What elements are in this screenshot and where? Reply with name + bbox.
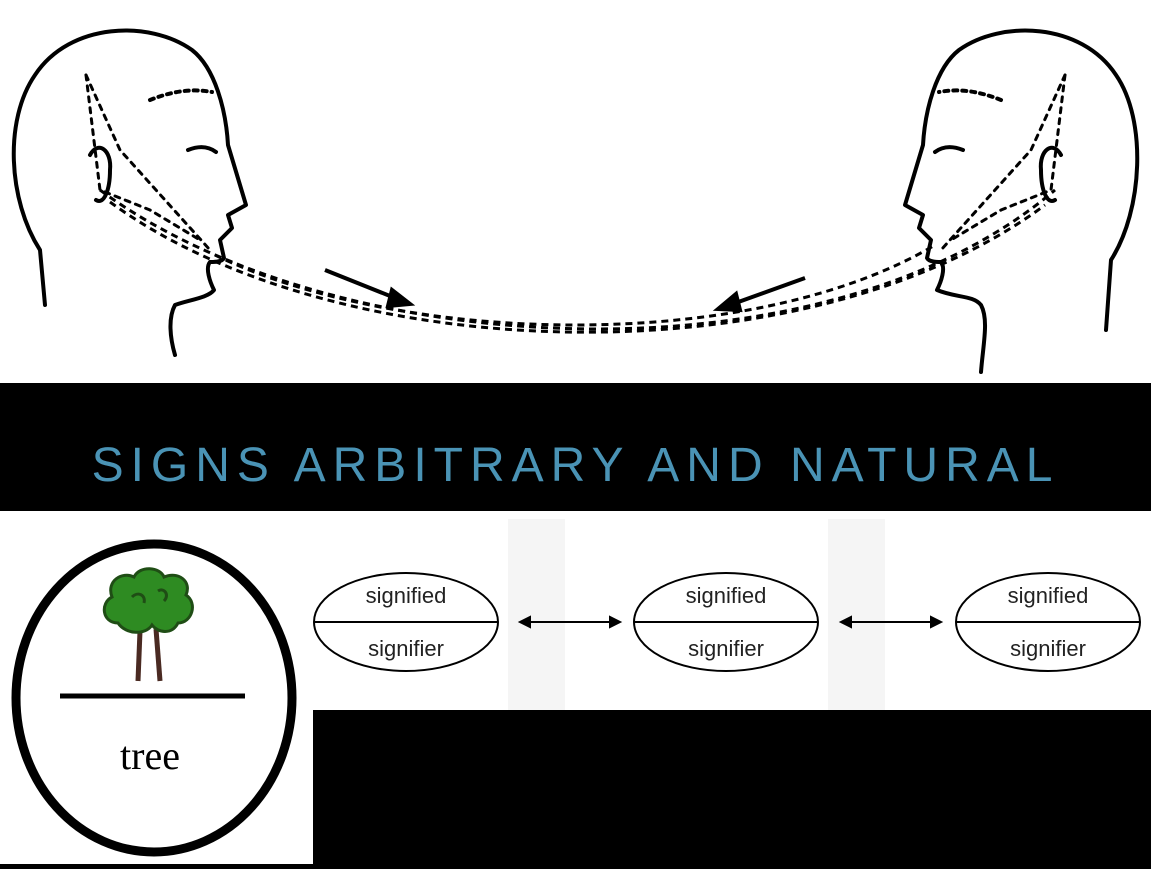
signified-label: signified bbox=[1008, 583, 1089, 608]
title-band: SIGNS ARBITRARY AND NATURAL bbox=[0, 383, 1151, 511]
left-arrow-icon bbox=[712, 276, 806, 313]
bidirectional-arrow-icon bbox=[838, 615, 944, 629]
signifier-label: signifier bbox=[368, 636, 444, 661]
speech-circuit-svg bbox=[11, 28, 1140, 374]
right-head-icon bbox=[903, 28, 1140, 374]
bidirectional-arrow-icon bbox=[517, 615, 623, 629]
bottom-black-panel bbox=[313, 710, 1151, 864]
signifier-label: signifier bbox=[688, 636, 764, 661]
signifier-label: signifier bbox=[1010, 636, 1086, 661]
sign-word: tree bbox=[120, 733, 180, 778]
sign-ellipse-3: signified signifier bbox=[955, 572, 1141, 672]
texture-strip bbox=[828, 519, 885, 710]
signified-label: signified bbox=[366, 583, 447, 608]
right-arrow-icon bbox=[324, 268, 416, 309]
speech-paths bbox=[99, 188, 1056, 334]
speech-circuit-illustration bbox=[0, 0, 1151, 383]
signified-label: signified bbox=[686, 583, 767, 608]
sign-chain-svg: signified signifier signified signifier … bbox=[313, 519, 1141, 710]
sign-ellipse-1: signified signifier bbox=[313, 572, 499, 672]
left-head-icon bbox=[11, 28, 248, 357]
sign-card-svg: tree bbox=[11, 539, 297, 857]
texture-strip bbox=[508, 519, 565, 710]
sign-card: tree bbox=[0, 511, 313, 864]
sign-ellipse-2: signified signifier bbox=[633, 572, 819, 672]
slide-title: SIGNS ARBITRARY AND NATURAL bbox=[91, 438, 1060, 492]
tree-icon bbox=[102, 567, 194, 682]
sign-chain: signified signifier signified signifier … bbox=[313, 511, 1151, 710]
